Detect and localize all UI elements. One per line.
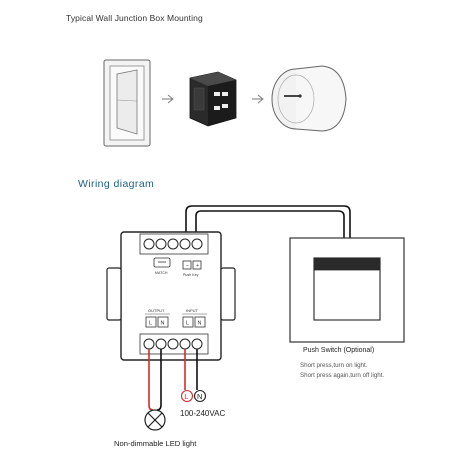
lamp-icon bbox=[144, 409, 166, 431]
match-label: MATCH bbox=[155, 271, 168, 275]
input-l-label: L bbox=[186, 321, 189, 327]
minus-label: − bbox=[186, 263, 189, 269]
output-label: OUTPUT bbox=[148, 308, 165, 313]
controller-body bbox=[106, 231, 236, 361]
input-wires bbox=[184, 349, 198, 390]
power-l-marker bbox=[180, 389, 194, 403]
wiring-section-title: Wiring diagram bbox=[78, 178, 155, 190]
lamp-label: Non-dimmable LED light bbox=[114, 439, 197, 448]
output-l-label: L bbox=[149, 321, 152, 327]
junction-box-illustration bbox=[271, 65, 347, 132]
input-label: INPUT bbox=[186, 308, 199, 313]
push-switch-title: Push Switch (Optional) bbox=[303, 347, 374, 354]
arrow-icon-2 bbox=[252, 94, 264, 104]
push-key-label: Push Key bbox=[183, 273, 199, 277]
plus-label: + bbox=[196, 263, 199, 269]
wall-switch-illustration bbox=[103, 59, 151, 147]
push-switch-illustration bbox=[289, 237, 405, 343]
power-n-marker bbox=[193, 389, 207, 403]
controller-module-illustration bbox=[189, 71, 237, 127]
power-l-label: L bbox=[184, 392, 188, 401]
output-n-label: N bbox=[161, 321, 165, 327]
power-n-label: N bbox=[197, 392, 202, 401]
input-n-label: N bbox=[198, 321, 202, 327]
arrow-icon-1 bbox=[162, 94, 174, 104]
push-switch-note-2: Short press again,turn off light. bbox=[300, 372, 384, 379]
voltage-label: 100-240VAC bbox=[180, 409, 225, 418]
push-switch-note-1: Short press,turn on light. bbox=[300, 362, 368, 369]
mounting-section-title: Typical Wall Junction Box Mounting bbox=[66, 13, 203, 23]
